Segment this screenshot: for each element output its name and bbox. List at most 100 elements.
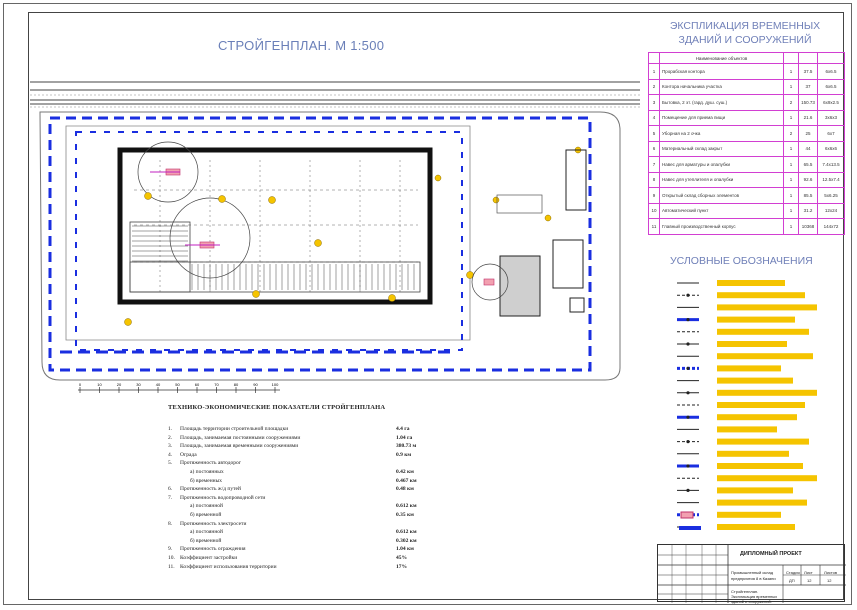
cell-dim: 144x72 xyxy=(817,218,845,235)
cell-area: 25 xyxy=(798,125,818,142)
cell-dim: 5x6.25 xyxy=(817,187,845,204)
scale-tick-label: 40 xyxy=(156,382,161,387)
inner-fence xyxy=(75,131,463,351)
cell-qty: 1 xyxy=(783,171,799,188)
tep-num: 10. xyxy=(168,554,175,561)
title-block: ДИПЛОМНЫЙ ПРОЕКТ Промышленный склад пред… xyxy=(657,544,846,604)
cell-area: 37.5 xyxy=(798,63,818,80)
cell-dim: 6x6x6 xyxy=(817,140,845,157)
tep-row: 1.Площадь территории строительной площад… xyxy=(168,426,458,435)
tep-label: Протяженность ж/д путей xyxy=(180,486,241,493)
tep-value: 0.35 км xyxy=(396,511,414,518)
legend-label-placeholder xyxy=(717,463,803,469)
tep-num: 8. xyxy=(168,520,173,527)
cell-n: 2 xyxy=(648,78,660,95)
cell-area: 92.6 xyxy=(798,171,818,188)
cell-area: 31.2 xyxy=(798,202,818,219)
tep-num: 3. xyxy=(168,443,173,450)
scale-tick-label: 30 xyxy=(136,382,141,387)
legend-label-placeholder xyxy=(717,426,777,433)
explication-title-line1: ЭКСПЛИКАЦИЯ ВРЕМЕННЫХ xyxy=(669,20,821,32)
tep-value: 0.467 км xyxy=(396,477,417,484)
legend-label-placeholder xyxy=(717,402,805,408)
legend-fence-symbol xyxy=(679,526,701,530)
legend-title: УСЛОВНЫЕ ОБОЗНАЧЕНИЯ xyxy=(670,255,813,267)
project-name: ДИПЛОМНЫЙ ПРОЕКТ xyxy=(740,551,802,557)
cell-qty: 1 xyxy=(783,202,799,219)
tep-label: б) временной xyxy=(190,537,222,544)
cell-name: Навес для арматуры и опалубки xyxy=(659,156,784,173)
cell-n: 9 xyxy=(648,187,660,204)
legend-label-placeholder xyxy=(717,450,789,457)
tep-label: Протяженность водопроводной сети xyxy=(180,494,266,501)
tep-row: 5.Протяженность автодорог xyxy=(168,460,458,469)
scale-tick-label: 60 xyxy=(195,382,200,387)
tep-value: 380.73 м xyxy=(396,443,417,450)
header-cell xyxy=(817,52,845,64)
cell-dim: 6x6.5 xyxy=(817,63,845,80)
cell-name: Открытый склад сборных элементов xyxy=(659,187,784,204)
tep-value: 0.42 км xyxy=(396,468,414,475)
cell-qty: 1 xyxy=(783,63,799,80)
cell-qty: 1 xyxy=(783,109,799,126)
sheet-value: 12 xyxy=(807,578,812,583)
temporary-fence xyxy=(48,116,592,372)
sheet-label: Лист xyxy=(804,570,813,575)
cell-qty: 1 xyxy=(783,218,799,235)
cell-n: 7 xyxy=(648,156,660,173)
site-boundary xyxy=(39,111,621,381)
cell-n: 10 xyxy=(648,202,660,219)
tep-label: Коэффициент застройки xyxy=(180,554,238,561)
legend-label-placeholder xyxy=(717,475,817,482)
cell-qty: 2 xyxy=(783,94,799,111)
legend-label-placeholder xyxy=(717,365,781,372)
cell-name: Навес для утеплителя и опалубки xyxy=(659,171,784,188)
cell-qty: 2 xyxy=(783,125,799,142)
cell-name: Главный производственный корпус xyxy=(659,218,784,235)
legend-label-placeholder xyxy=(717,316,795,323)
legend-label-placeholder xyxy=(717,389,817,396)
cell-n: 11 xyxy=(648,218,660,235)
legend-label-placeholder xyxy=(717,524,795,530)
tep-label: Коэффициент использования территории xyxy=(180,563,277,570)
cell-n: 1 xyxy=(648,63,660,80)
tep-num: 5. xyxy=(168,460,173,467)
header-cell xyxy=(783,52,799,64)
legend-label-placeholder xyxy=(717,438,809,445)
tep-value: 0.9 км xyxy=(396,451,412,458)
page-title: СТРОЙГЕНПЛАН. М 1:500 xyxy=(218,38,385,53)
cell-n: 4 xyxy=(648,109,660,126)
tep-row: 7.Протяженность водопроводной сети xyxy=(168,495,458,504)
legend-label-placeholder xyxy=(717,353,813,360)
tep-label: б) временной xyxy=(190,511,222,518)
cell-n: 5 xyxy=(648,125,660,142)
legend-label-placeholder xyxy=(717,414,797,421)
tep-label: б) временных xyxy=(190,477,223,484)
cell-name: Уборная на 2 очка xyxy=(659,125,784,142)
legend-label-placeholder xyxy=(717,499,807,506)
tep-value: 45% xyxy=(396,554,407,561)
tep-value: 0.48 км xyxy=(396,486,414,493)
cell-qty: 1 xyxy=(783,78,799,95)
tep-label: Площадь, занимаемая временными сооружени… xyxy=(180,443,299,450)
tep-label: Площадь, занимаемая постоянными сооружен… xyxy=(180,434,301,441)
tep-num: 2. xyxy=(168,434,173,441)
legend-label-placeholder xyxy=(717,511,781,518)
shed-1 xyxy=(552,239,584,289)
scale-tick-label: 0 xyxy=(79,382,82,387)
legend-label-placeholder xyxy=(717,292,805,299)
scale-tick-label: 70 xyxy=(214,382,219,387)
tep-label: Протяженность электросети xyxy=(180,520,247,527)
title-block-grid xyxy=(658,545,846,603)
hatched-bay xyxy=(132,225,415,290)
